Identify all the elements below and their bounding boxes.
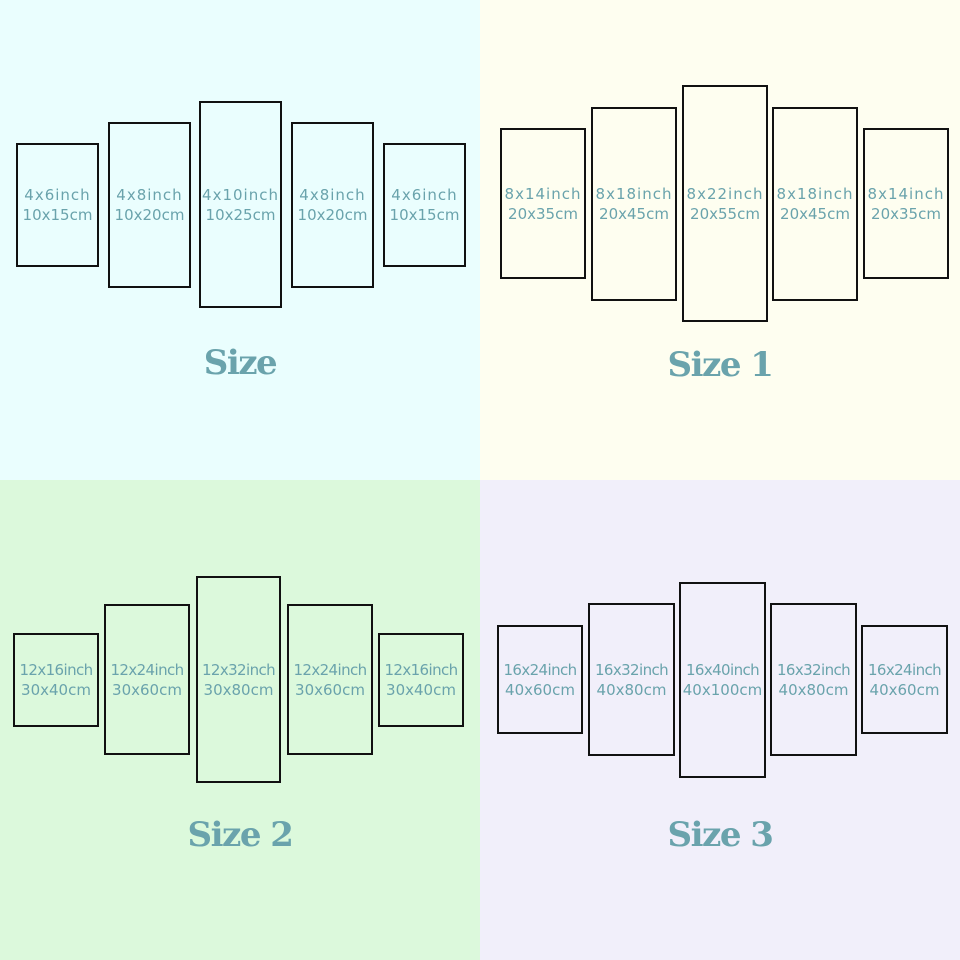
panel-cm-label: 30x80cm: [203, 680, 274, 699]
panel-cm-label: 30x60cm: [112, 680, 182, 699]
panel-inch-label: 16x24inch: [503, 660, 577, 679]
panel-cm-label: 10x20cm: [297, 206, 368, 224]
panel-cm-label: 20x45cm: [599, 205, 669, 223]
panel-cm-label: 10x15cm: [22, 206, 93, 224]
canvas-panel-outer-right: 8x14inch 20x35cm: [863, 128, 949, 279]
panel-cm-label: 20x35cm: [871, 204, 941, 223]
canvas-panel-center: 12x32inch 30x80cm: [196, 576, 281, 783]
canvas-panel-outer-right: 16x24inch 40x60cm: [861, 625, 948, 734]
size-title: Size 2: [187, 815, 294, 855]
size-title: Size 3: [667, 815, 774, 855]
canvas-panel-inner-right: 16x32inch 40x80cm: [770, 603, 857, 756]
panel-inch-label: 4x6inch: [391, 186, 458, 204]
canvas-panel-inner-left: 8x18inch 20x45cm: [591, 107, 677, 301]
size-option-quadrant: 8x14inch 20x35cm 8x18inch 20x45cm 8x22in…: [480, 0, 960, 480]
panel-inch-label: 8x22inch: [686, 184, 764, 203]
panel-cm-label: 20x45cm: [780, 205, 850, 223]
size-title: Size 1: [667, 345, 774, 385]
canvas-panel-inner-left: 16x32inch 40x80cm: [588, 603, 675, 756]
panel-inch-label: 8x18inch: [776, 185, 854, 203]
panel-inch-label: 12x32inch: [201, 660, 276, 679]
canvas-panel-inner-left: 12x24inch 30x60cm: [104, 604, 190, 755]
canvas-panel-center: 8x22inch 20x55cm: [682, 85, 768, 322]
canvas-panel-outer-right: 12x16inch 30x40cm: [378, 633, 464, 727]
panel-cm-label: 30x60cm: [295, 680, 365, 699]
panel-cm-label: 20x55cm: [690, 204, 760, 223]
panel-cm-label: 40x100cm: [682, 681, 763, 699]
canvas-panel-outer-left: 12x16inch 30x40cm: [13, 633, 99, 727]
panel-cm-label: 40x80cm: [596, 680, 667, 699]
panel-inch-label: 8x14inch: [504, 184, 582, 203]
canvas-panel-inner-right: 8x18inch 20x45cm: [772, 107, 858, 301]
panel-cm-label: 10x15cm: [389, 206, 460, 224]
canvas-panel-center: 16x40inch 40x100cm: [679, 582, 766, 778]
size-option-quadrant: 12x16inch 30x40cm 12x24inch 30x60cm 12x3…: [0, 480, 480, 960]
canvas-panel-center: 4x10inch 10x25cm: [199, 101, 282, 308]
panel-inch-label: 12x16inch: [19, 661, 93, 679]
panel-cm-label: 10x20cm: [114, 206, 185, 224]
panel-cm-label: 30x40cm: [21, 681, 91, 699]
canvas-panel-outer-left: 4x6inch 10x15cm: [16, 143, 99, 267]
panel-inch-label: 4x8inch: [116, 186, 183, 204]
panel-inch-label: 12x24inch: [110, 660, 184, 679]
size-title: Size: [203, 343, 278, 383]
canvas-panel-outer-left: 8x14inch 20x35cm: [500, 128, 586, 279]
panel-inch-label: 12x24inch: [293, 660, 367, 679]
panel-cm-label: 30x40cm: [386, 681, 456, 699]
panel-inch-label: 12x16inch: [384, 661, 458, 679]
canvas-panel-inner-left: 4x8inch 10x20cm: [108, 122, 191, 288]
panel-cm-label: 20x35cm: [508, 204, 578, 223]
canvas-panel-inner-right: 12x24inch 30x60cm: [287, 604, 373, 755]
panel-inch-label: 4x6inch: [24, 186, 91, 204]
panel-cm-label: 40x80cm: [778, 680, 849, 699]
panel-inch-label: 16x32inch: [594, 660, 669, 679]
panel-cm-label: 40x60cm: [869, 680, 940, 699]
panel-inch-label: 16x32inch: [776, 660, 851, 679]
size-option-quadrant: 4x6inch 10x15cm 4x8inch 10x20cm 4x10inch…: [0, 0, 480, 480]
canvas-panel-inner-right: 4x8inch 10x20cm: [291, 122, 374, 288]
panel-inch-label: 16x40inch: [685, 661, 760, 679]
canvas-panel-outer-left: 16x24inch 40x60cm: [497, 625, 583, 734]
panel-cm-label: 10x25cm: [205, 205, 276, 224]
panel-inch-label: 16x24inch: [867, 660, 942, 679]
size-option-quadrant: 16x24inch 40x60cm 16x32inch 40x80cm 16x4…: [480, 480, 960, 960]
panel-inch-label: 8x18inch: [595, 185, 673, 203]
canvas-panel-outer-right: 4x6inch 10x15cm: [383, 143, 466, 267]
panel-inch-label: 4x10inch: [202, 185, 279, 204]
panel-inch-label: 8x14inch: [867, 184, 945, 203]
panel-inch-label: 4x8inch: [299, 186, 366, 204]
panel-cm-label: 40x60cm: [505, 680, 575, 699]
